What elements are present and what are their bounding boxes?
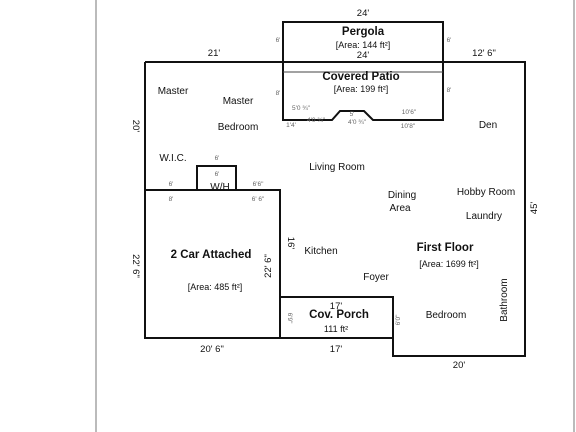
- wh-dim-inner: 6': [215, 171, 220, 178]
- patio-dim-right: 8': [447, 87, 452, 94]
- dim-bottom-mid: 17': [330, 344, 343, 355]
- patio-angle-a: 4'0 ¾": [307, 117, 326, 124]
- dim-wic-right: 6' 6": [252, 196, 265, 203]
- patio-title: Covered Patio: [322, 71, 399, 83]
- dim-left-lower: 22' 6": [130, 254, 141, 278]
- dim-right: 45': [529, 202, 540, 215]
- dim-bottom-right: 20': [453, 360, 466, 371]
- dim-garage-inner: 22' 6": [263, 254, 274, 278]
- room-bathroom: Bathroom: [499, 278, 510, 321]
- room-hobby: Hobby Room: [457, 187, 515, 198]
- pergola-dim-top: 24': [357, 8, 370, 19]
- garage-area: [Area: 485 ft²]: [188, 282, 243, 292]
- room-foyer: Foyer: [363, 272, 389, 283]
- room-kitchen: Kitchen: [304, 246, 337, 257]
- patio-angle-b: 5': [350, 111, 355, 118]
- room-master: Master: [158, 86, 189, 97]
- pergola-dim-bottom: 24': [357, 50, 370, 61]
- house-outline: [144, 61, 526, 357]
- porch-dim-right: 6'0": [395, 314, 402, 325]
- garage-outline: [144, 190, 280, 339]
- room-master-bedroom-2: Bedroom: [218, 122, 259, 133]
- room-dining-1: Dining: [388, 190, 416, 201]
- pergola-dim-left: 6': [276, 37, 281, 44]
- wh-label: W/H: [210, 182, 229, 193]
- pergola-dim-right: 6': [447, 37, 452, 44]
- room-laundry: Laundry: [466, 211, 502, 222]
- patio-dim-right-bottom: 10'8": [401, 123, 416, 130]
- room-den: Den: [479, 120, 497, 131]
- dim-top-left: 21': [208, 48, 221, 59]
- dim-left-upper: 20': [130, 120, 141, 133]
- room-wic: W.I.C.: [159, 153, 186, 164]
- porch-outline: [280, 296, 394, 338]
- porch-dim-top: 17': [330, 301, 343, 312]
- dim-bottom-left: 20' 6": [200, 344, 224, 355]
- room-dining-2: Area: [389, 203, 411, 214]
- patio-dim-left: 8': [276, 90, 281, 97]
- dim-wic-small-right: 6'6": [253, 181, 264, 188]
- dim-top-right: 12' 6": [472, 48, 496, 59]
- first-floor-title: First Floor: [417, 242, 474, 254]
- pergola-area: [Area: 144 ft²]: [336, 40, 391, 50]
- water-heater-outline: [145, 165, 280, 191]
- patio-dim-left-bottom: 1'4': [286, 122, 296, 129]
- porch-dim-left: 6'9": [286, 313, 293, 324]
- pergola-title: Pergola: [342, 26, 385, 38]
- wh-dim-top: 6': [215, 155, 220, 162]
- dim-wic-left: 8': [169, 196, 174, 203]
- dim-kitchen-wall: 16': [285, 237, 296, 250]
- patio-area: [Area: 199 ft²]: [334, 84, 389, 94]
- porch-area: 111 ft²: [324, 324, 348, 334]
- room-living: Living Room: [309, 162, 365, 173]
- patio-angle-c: 4'0 ¾": [348, 119, 367, 126]
- first-floor-area: [Area: 1699 ft²]: [419, 259, 479, 269]
- garage-title: 2 Car Attached: [171, 249, 252, 261]
- pergola-outline: [282, 21, 444, 63]
- dim-wic-small-left: 6': [169, 181, 174, 188]
- room-master-bedroom-1: Master: [223, 96, 254, 107]
- patio-dim-right-small: 10'6": [402, 109, 417, 116]
- patio-dim-left-small: 5'0 ¾": [292, 105, 311, 112]
- room-bedroom: Bedroom: [426, 310, 467, 321]
- porch-title: Cov. Porch: [309, 309, 369, 321]
